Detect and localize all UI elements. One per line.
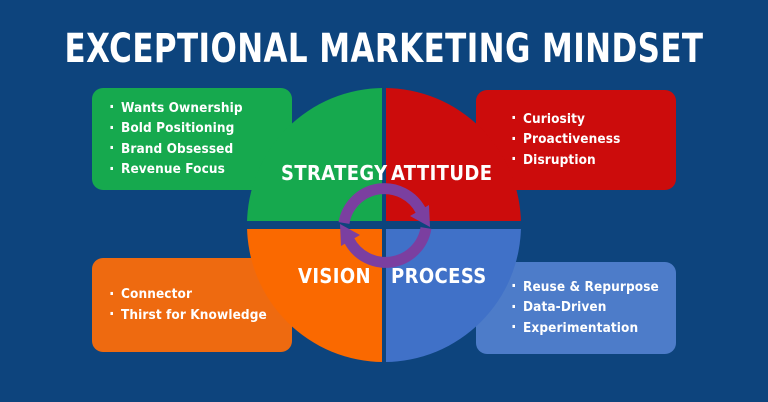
quadrant-label-attitude: ATTITUDE [391, 161, 493, 185]
list-item: Connector [107, 285, 292, 306]
list-item: Wants Ownership [107, 98, 292, 119]
bullet-list-vision: Connector Thirst for Knowledge [107, 285, 292, 326]
cycle-arrows-icon [330, 183, 440, 268]
list-item: Thirst for Knowledge [107, 305, 292, 326]
callout-panel-strategy: Wants Ownership Bold Positioning Brand O… [92, 88, 292, 190]
arrow-top-head [410, 205, 430, 227]
page-title: EXCEPTIONAL MARKETING MINDSET [64, 26, 704, 72]
bullet-list-attitude: Curiosity Proactiveness Disruption [509, 109, 620, 171]
list-item: Experimentation [509, 318, 659, 339]
list-item: Brand Obsessed [107, 139, 292, 160]
list-item: Reuse & Repurpose [509, 277, 659, 298]
list-item: Bold Positioning [107, 119, 292, 140]
list-item: Proactiveness [509, 130, 620, 151]
quadrant-label-vision: VISION [298, 264, 372, 288]
quadrant-label-process: PROCESS [391, 264, 487, 288]
cycle-arrows-svg [338, 183, 432, 268]
list-item: Data-Driven [509, 298, 659, 319]
quadrant-label-strategy: STRATEGY [281, 161, 388, 185]
arrow-bottom-head [340, 224, 360, 246]
list-item: Curiosity [509, 109, 620, 130]
arrow-top-arc [338, 183, 426, 225]
bullet-list-process: Reuse & Repurpose Data-Driven Experiment… [509, 277, 659, 339]
list-item: Revenue Focus [107, 160, 292, 181]
list-item: Disruption [509, 150, 620, 171]
bullet-list-strategy: Wants Ownership Bold Positioning Brand O… [107, 98, 292, 180]
arrow-bottom-arc [344, 226, 432, 268]
callout-panel-vision: Connector Thirst for Knowledge [92, 258, 292, 352]
